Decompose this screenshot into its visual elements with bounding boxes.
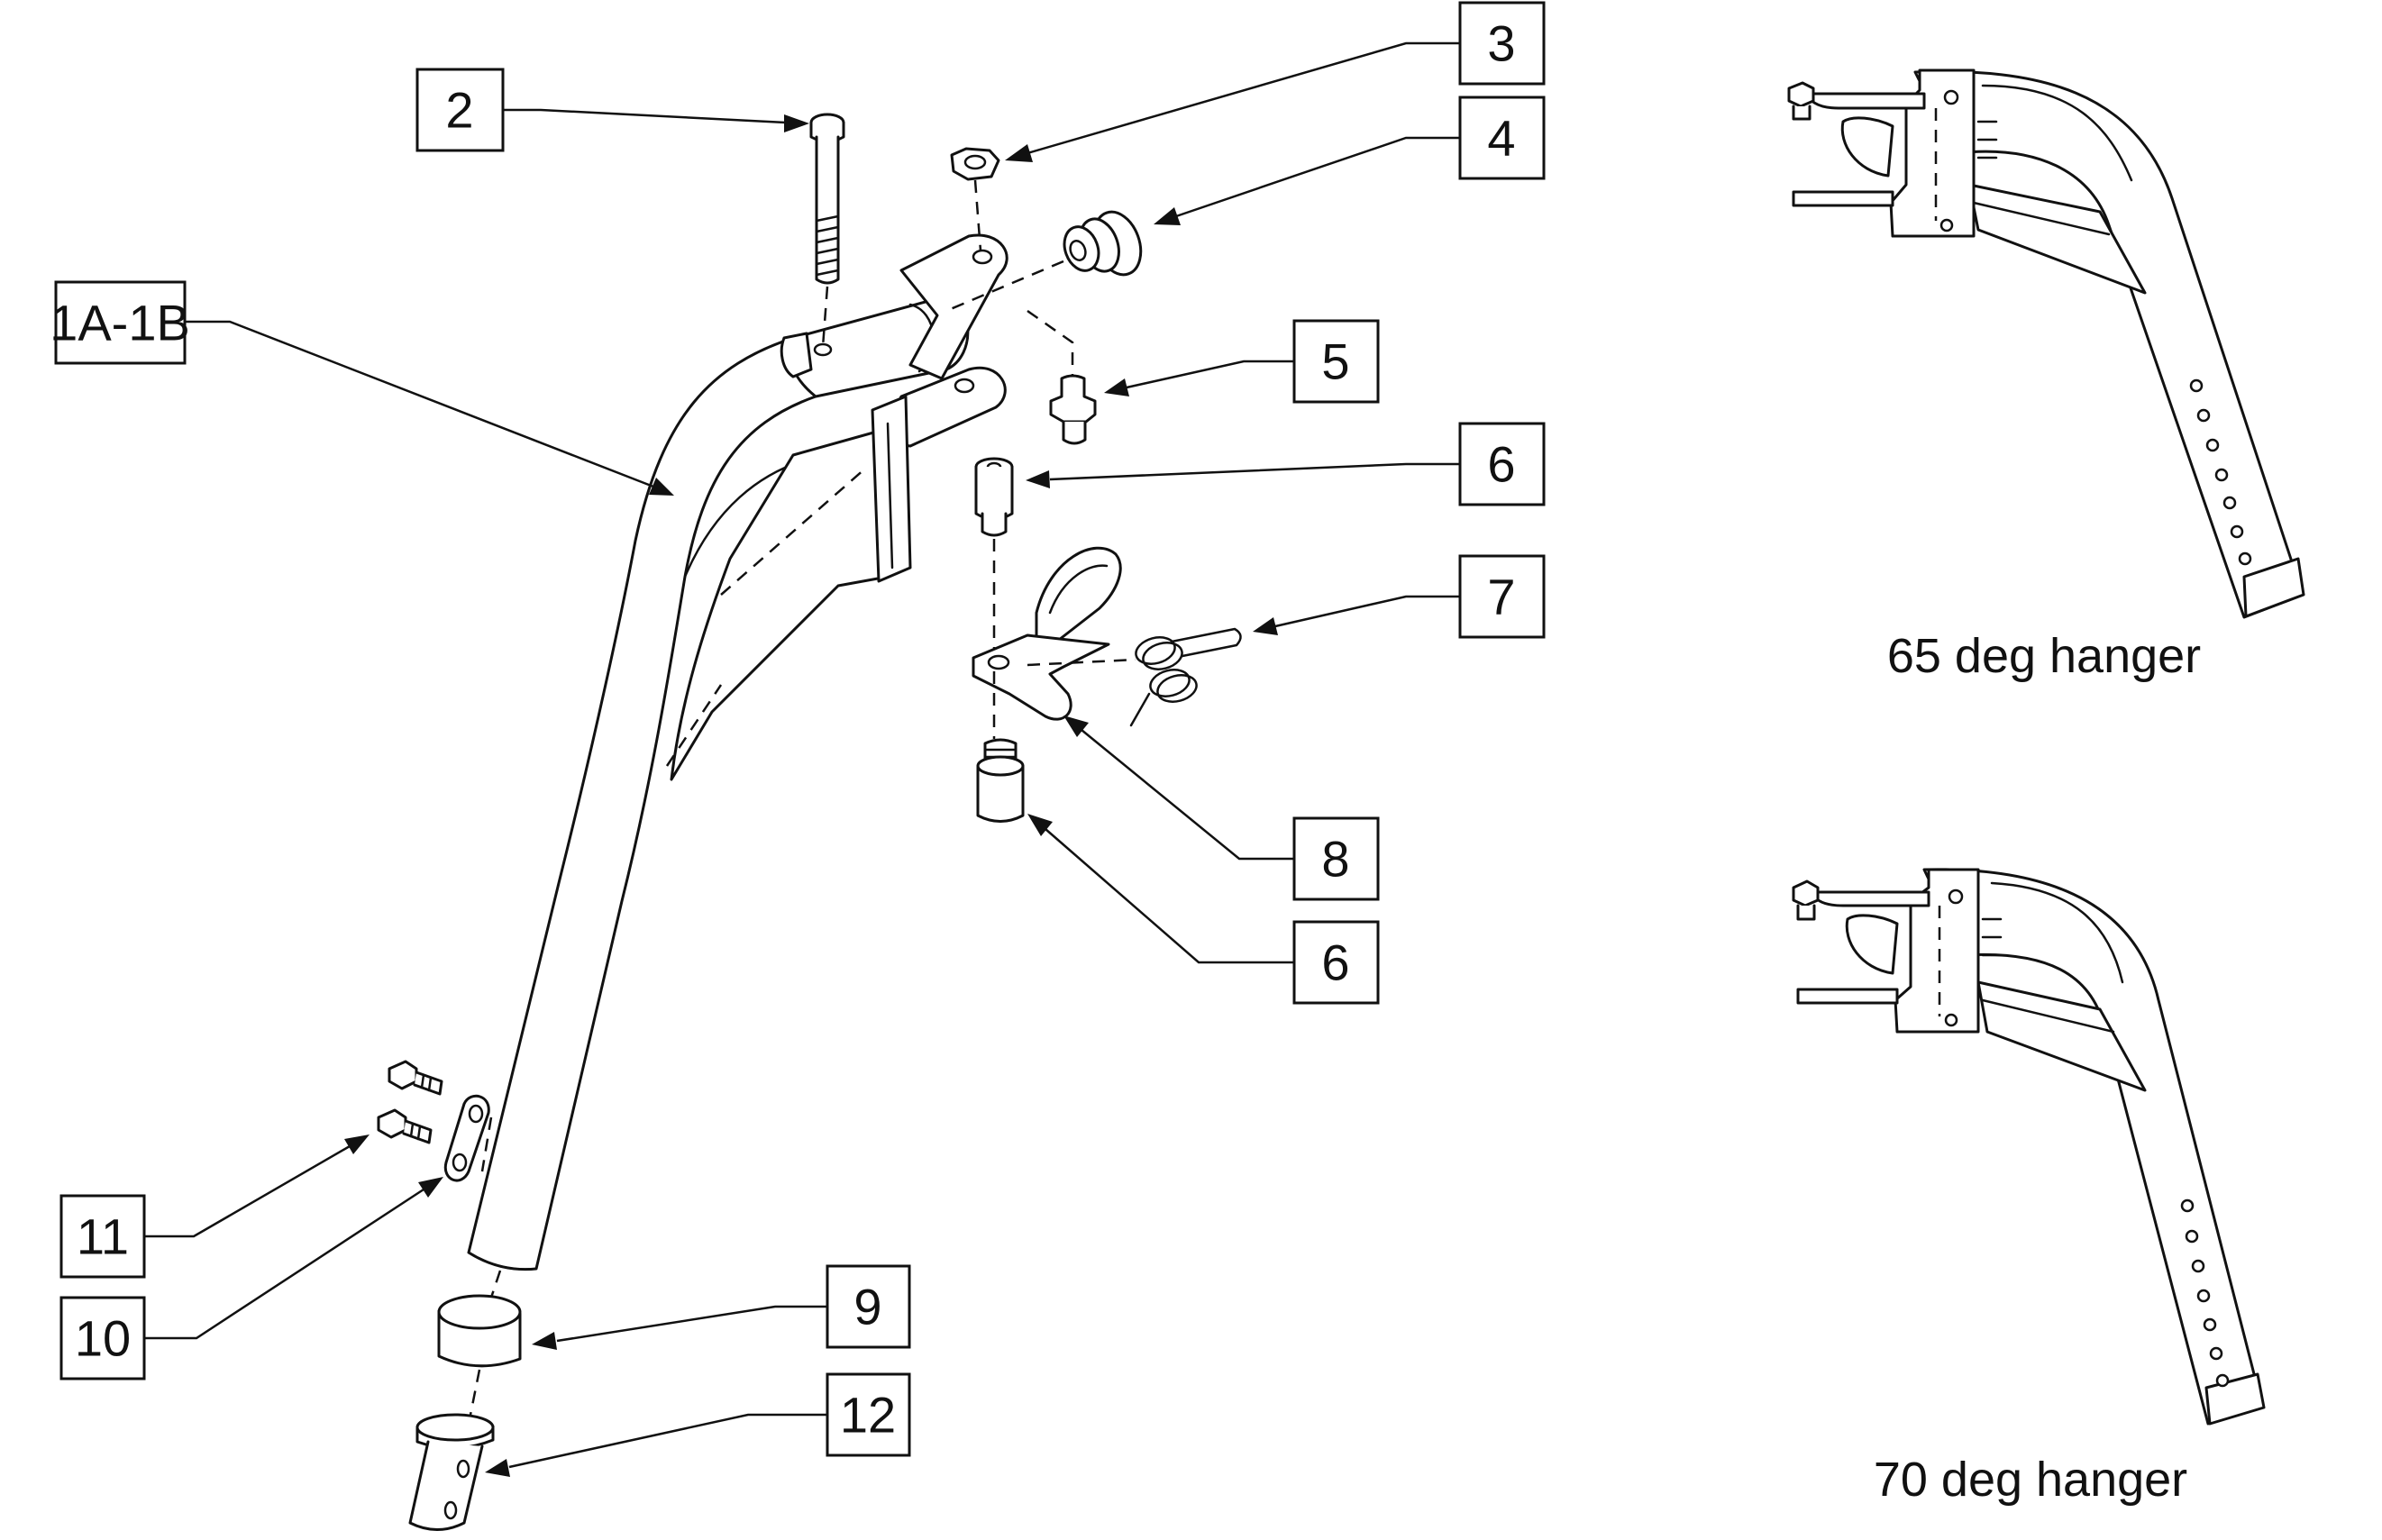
hanger-70-assembly [1792, 868, 2266, 1426]
part-6-upper-bushing [974, 457, 1014, 658]
svg-text:5: 5 [1321, 333, 1349, 390]
svg-text:4: 4 [1487, 110, 1515, 167]
callout-12: 12 [826, 1372, 911, 1457]
callout-8: 8 [1292, 816, 1380, 901]
callout-9: 9 [826, 1264, 911, 1349]
svg-text:10: 10 [75, 1310, 131, 1367]
part-11-screws [377, 1060, 443, 1144]
callout-2: 2 [415, 68, 505, 152]
svg-text:6: 6 [1487, 436, 1515, 493]
svg-text:1A-1B: 1A-1B [50, 295, 190, 351]
svg-text:12: 12 [840, 1387, 896, 1444]
part-10-clamp-plate [443, 1094, 493, 1182]
svg-text:3: 3 [1487, 15, 1515, 72]
part-12-pin [408, 1413, 495, 1531]
svg-text:2: 2 [445, 82, 473, 139]
caption-70-deg-hanger: 70 deg hanger [1874, 1453, 2187, 1507]
svg-text:8: 8 [1321, 831, 1349, 888]
part-9-collar [437, 1270, 522, 1416]
part-2-bolt [809, 113, 845, 348]
hanger-tube [467, 336, 908, 1271]
callout-5: 5 [1292, 319, 1380, 404]
part-3-nut [950, 147, 1000, 251]
caption-65-deg-hanger: 65 deg hanger [1887, 629, 2201, 683]
callout-11: 11 [59, 1194, 146, 1279]
svg-text:9: 9 [853, 1279, 881, 1335]
part-4-bumper [945, 210, 1143, 313]
leader-lines [144, 41, 1460, 1477]
svg-text:7: 7 [1487, 569, 1515, 625]
callout-4: 4 [1458, 96, 1546, 180]
hanger-65-assembly [1787, 68, 2305, 619]
svg-text:11: 11 [77, 1208, 129, 1265]
callout-10: 10 [59, 1296, 146, 1381]
callout-3: 3 [1458, 1, 1546, 86]
part-7-spring [1129, 627, 1242, 727]
part-6-lower-bushing [976, 738, 1025, 823]
callout-1a-1b: 1A-1B [50, 280, 190, 365]
mount-bracket [780, 233, 1008, 583]
svg-text:6: 6 [1321, 934, 1349, 991]
callout-7: 7 [1458, 554, 1546, 639]
part-8-latch [972, 546, 1136, 739]
part-5-stud [1027, 309, 1097, 445]
callout-6-upper: 6 [1458, 422, 1546, 506]
callout-6-lower: 6 [1292, 920, 1380, 1005]
